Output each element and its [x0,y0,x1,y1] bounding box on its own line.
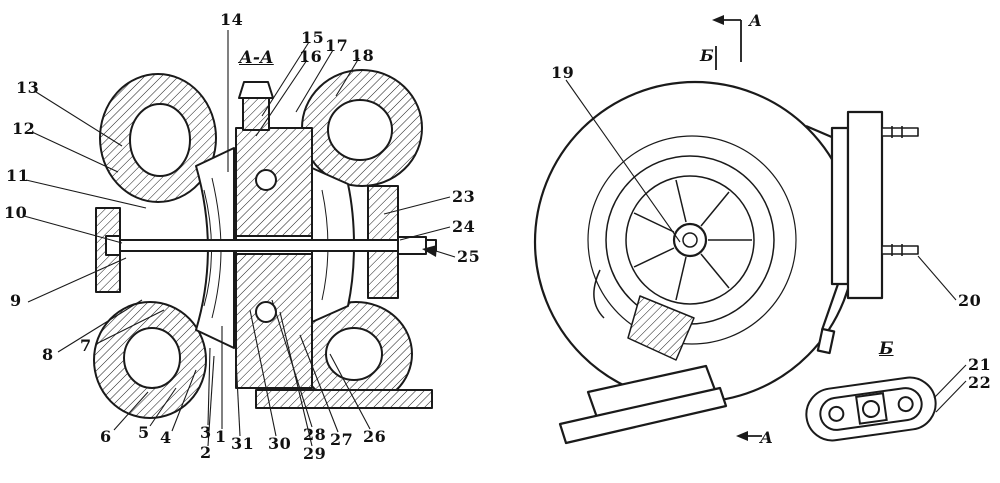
callout-22: 22 [968,373,992,392]
callout-14: 14 [220,10,244,29]
section-label-aa: А-А [239,48,274,68]
right-view-linework [533,80,919,445]
callout-24: 24 [452,217,476,236]
section-marker-top-a: А [749,11,763,30]
flange-studs [881,126,919,256]
detail-flange-linework [805,376,937,442]
turbine-wheel-spokes [633,179,752,301]
callout-31: 31 [231,434,255,453]
callout-8: 8 [42,345,54,364]
callout-27: 27 [330,430,354,449]
callout-17: 17 [325,36,349,55]
callout-4: 4 [160,428,172,447]
callout-16: 16 [299,47,323,66]
callout-11: 11 [6,166,30,185]
callout-2: 2 [200,443,212,462]
callout-28: 28 [303,425,327,444]
callout-1: 1 [215,427,227,446]
callout-12: 12 [12,119,36,138]
callout-19: 19 [551,63,575,82]
callout-7: 7 [80,336,92,355]
callout-15: 15 [301,28,325,47]
callout-29: 29 [303,444,327,463]
callout-5: 5 [138,423,150,442]
section-marker-top-b: Б [700,46,714,65]
callout-9: 9 [10,291,22,310]
callout-10: 10 [4,203,28,222]
callout-3: 3 [200,423,212,442]
callout-26: 26 [363,427,387,446]
callout-20: 20 [958,291,982,310]
callout-6: 6 [100,427,112,446]
callout-30: 30 [268,434,292,453]
callout-25: 25 [457,247,481,266]
left-view-linework [93,69,437,419]
callout-18: 18 [351,46,375,65]
callout-23: 23 [452,187,476,206]
callout-21: 21 [968,355,992,374]
section-marker-graphics [712,15,762,441]
callout-13: 13 [16,78,40,97]
callout-leader-lines [23,30,967,447]
section-marker-bottom-a: А [760,428,774,447]
detail-label-b: Б [879,339,894,359]
